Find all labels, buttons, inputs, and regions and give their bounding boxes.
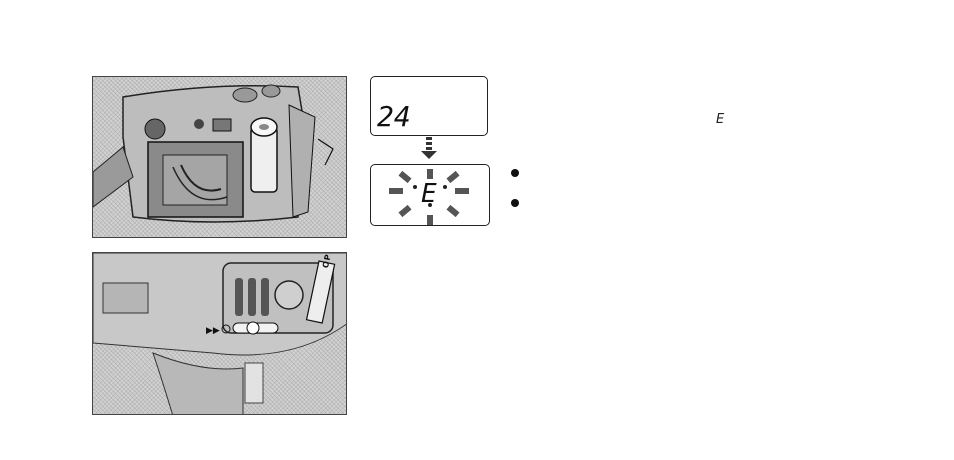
frame-counter-readout: 24: [377, 103, 411, 131]
empty-symbol: E: [716, 112, 724, 127]
camera-back-illustration: [92, 76, 347, 238]
bullet-2: [511, 199, 519, 207]
lcd-empty-indicator: E: [370, 164, 490, 226]
camera-back-drawing: [93, 77, 347, 238]
camera-top-drawing: ▶▶: [93, 253, 347, 415]
empty-indicator-readout: E: [421, 181, 437, 207]
camera-top-illustration: ▶▶ OPEN: [92, 252, 347, 415]
bullet-1: [511, 169, 519, 177]
lcd-frame-counter: 24: [370, 76, 488, 136]
down-arrow-icon: [420, 137, 438, 161]
svg-text:▶▶: ▶▶: [206, 326, 220, 336]
